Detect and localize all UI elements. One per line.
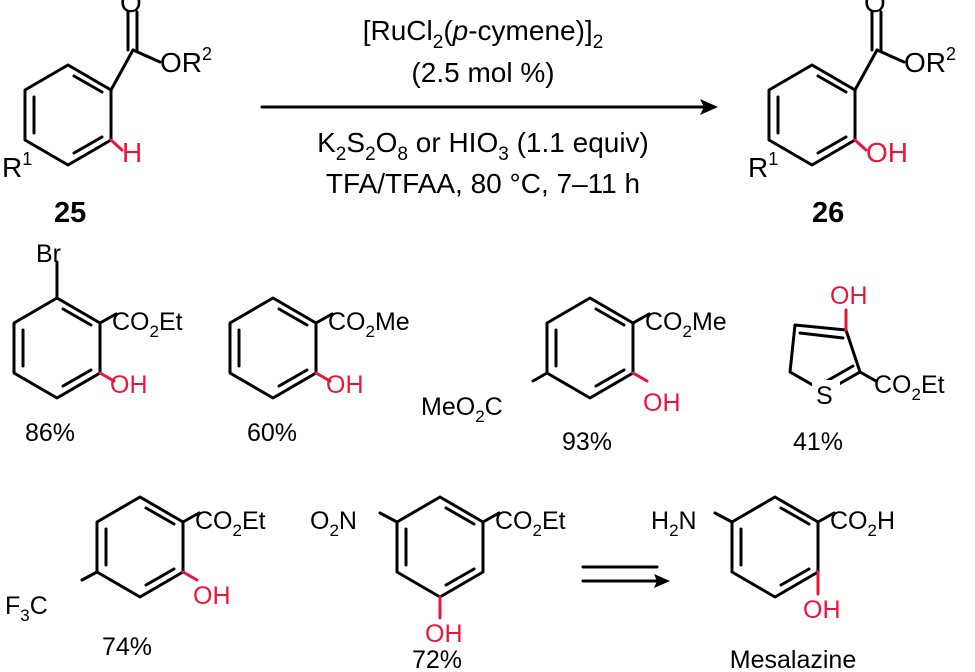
conditions-line-2: TFA/TFAA, 80 °C, 7–11 h — [326, 168, 640, 199]
ester-group-label: OR2 — [160, 44, 212, 78]
conditions-line-1: K2S2O8 or HIO3 (1.1 equiv) — [317, 127, 649, 165]
oh-label-ex6: OH — [425, 620, 463, 648]
oh-label-ex3: OH — [643, 389, 681, 417]
yield-ex6: 72% — [412, 646, 462, 672]
r1-label: R1 — [2, 149, 32, 183]
oh-label-ex4: OH — [830, 282, 868, 310]
co2et-label-ex1: CO2Et — [112, 308, 183, 341]
h2n-label: H2N — [651, 507, 697, 540]
example-5: CO2Et F3C OH 74% — [5, 495, 266, 661]
catalyst-line-1: [RuCl2(p-cymene)]2 — [363, 15, 604, 53]
meo2c-label-ex3: MeO2C — [421, 393, 503, 426]
compound-label-26: 26 — [812, 197, 844, 229]
sulfur-label: S — [816, 382, 833, 410]
carbonyl-o-label: O — [120, 0, 142, 18]
oh-label-mesalazine: OH — [803, 596, 841, 624]
co2h-label: CO2H — [830, 507, 895, 540]
co2et-label-ex4: CO2Et — [874, 371, 945, 404]
mesalazine-name: Mesalazine — [730, 646, 856, 672]
example-2: CO2Me OH 60% — [228, 296, 410, 447]
starting-material-25: O OR2 H R1 25 — [2, 0, 212, 229]
reaction-arrow-group: [RuCl2(p-cymene)]2 (2.5 mol %) K2S2O8 or… — [260, 15, 718, 199]
oh-label-ex1: OH — [110, 371, 148, 399]
co2et-label-ex6: CO2Et — [495, 507, 566, 540]
double-arrow-head-icon — [654, 574, 670, 588]
example-1: Br CO2Et OH 86% — [12, 240, 183, 447]
example-6: O2N CO2Et OH 72% — [310, 495, 566, 672]
f3c-label: F3C — [5, 592, 48, 625]
product-ester-label: OR2 — [904, 44, 956, 78]
product-oh-label: OH — [866, 137, 908, 168]
yield-ex3: 93% — [562, 428, 612, 456]
mesalazine: H2N CO2H OH Mesalazine — [651, 495, 895, 672]
yield-ex1: 86% — [25, 419, 75, 447]
o2n-label: O2N — [310, 507, 357, 540]
example-3: CO2Me MeO2C OH 93% — [421, 296, 727, 456]
arrow-head-icon — [700, 99, 718, 115]
yield-ex4: 41% — [793, 428, 843, 456]
oh-label-ex5: OH — [193, 582, 231, 610]
oh-label-ex2: OH — [326, 371, 364, 399]
multistep-arrow — [581, 565, 670, 588]
product-26: O OR2 OH R1 26 — [748, 0, 956, 229]
co2me-label-ex3: CO2Me — [645, 308, 727, 341]
co2me-label-ex2: CO2Me — [328, 308, 410, 341]
compound-label-25: 25 — [54, 197, 86, 229]
co2et-label-ex5: CO2Et — [195, 507, 266, 540]
yield-ex2: 60% — [247, 419, 297, 447]
yield-ex5: 74% — [102, 633, 152, 661]
catalyst-line-2: (2.5 mol %) — [411, 57, 554, 88]
product-carbonyl-o-label: O — [864, 0, 886, 18]
br-label: Br — [36, 240, 61, 268]
ortho-h-label: H — [122, 137, 142, 168]
example-4: S OH CO2Et 41% — [788, 282, 945, 456]
product-r1-label: R1 — [748, 149, 778, 183]
